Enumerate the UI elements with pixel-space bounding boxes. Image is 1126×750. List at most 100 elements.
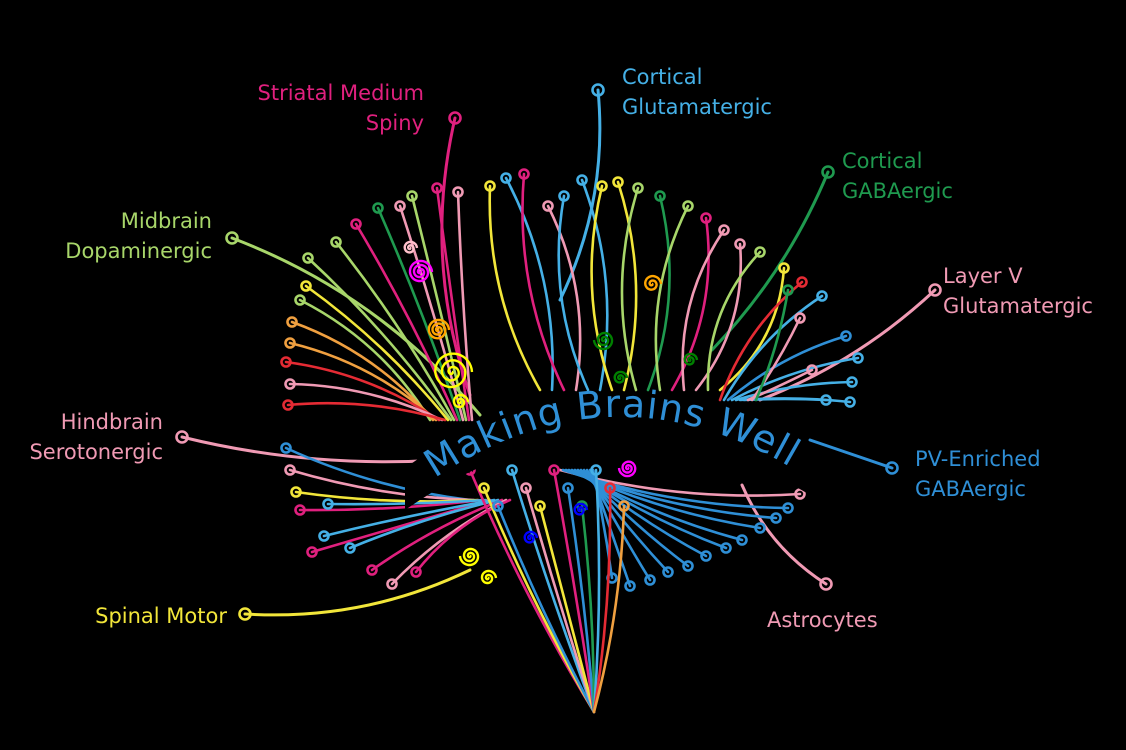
branch-tip	[816, 290, 828, 302]
branch-tip	[225, 231, 239, 245]
label-line: GABAergic	[842, 179, 953, 203]
spiral	[683, 352, 699, 366]
spiral	[434, 352, 474, 389]
branch-tip	[518, 168, 530, 180]
spiral	[408, 259, 434, 283]
branch-tip	[778, 262, 790, 274]
branch-tip	[175, 430, 189, 444]
neuron-branch	[354, 222, 459, 422]
branch-tip	[820, 394, 832, 406]
branch-tip	[794, 488, 806, 500]
neuron-branch	[730, 356, 860, 402]
branch-tip	[734, 238, 746, 250]
spiral-ornaments	[403, 240, 699, 585]
branch-tip	[302, 252, 314, 264]
branch-tip	[431, 182, 443, 194]
branch-tip	[612, 176, 624, 188]
neuron-branch	[322, 498, 496, 538]
branch-tip	[624, 580, 636, 592]
branch-tip	[452, 186, 464, 198]
branch-tip	[484, 180, 496, 192]
label-line: Layer V	[943, 264, 1023, 288]
branch-tip	[366, 564, 378, 576]
label-line: Spinal Motor	[95, 604, 227, 628]
branch-tip	[596, 180, 608, 192]
neuron-branch	[410, 194, 468, 422]
branch-tip	[819, 577, 833, 591]
branch-tip	[290, 486, 302, 498]
branch-tip	[238, 607, 252, 621]
neuron-branch	[304, 284, 450, 422]
spiral	[452, 393, 470, 409]
branch-tip	[282, 399, 294, 411]
branch-tip	[885, 461, 899, 475]
neuron-branch	[726, 334, 848, 402]
branch-tip	[576, 174, 588, 186]
branch-tip	[720, 542, 732, 554]
neuron-branch	[681, 228, 726, 392]
label-line: Spiny	[366, 111, 424, 135]
title-band	[405, 393, 818, 510]
branch-tip	[700, 212, 712, 224]
branch-tip	[806, 364, 818, 376]
branch-tip	[492, 500, 504, 512]
spiral	[480, 569, 498, 585]
spiral	[458, 547, 480, 567]
neuron-branch	[524, 486, 596, 714]
neuron-branch	[718, 266, 786, 392]
label-line: GABAergic	[915, 477, 1026, 501]
branch-tip	[618, 500, 630, 512]
branch-tip	[394, 200, 406, 212]
branch-tip	[280, 356, 292, 368]
branch-tip	[654, 190, 666, 202]
branch-tip	[372, 202, 384, 214]
neuron-branch	[288, 468, 476, 502]
neuron-branch	[754, 288, 790, 402]
neuron-branch	[286, 401, 447, 422]
branch-tip	[284, 464, 296, 476]
branch-tip	[591, 83, 605, 97]
spiral	[617, 460, 637, 478]
neuron-branch	[590, 184, 614, 392]
branch-tip	[754, 246, 766, 258]
neuron-branch	[288, 382, 444, 422]
branch-tip	[682, 200, 694, 212]
branch-tip	[700, 550, 712, 562]
branch-tip	[562, 482, 574, 494]
branch-tip	[846, 376, 858, 388]
branch-tip	[306, 546, 318, 558]
branch-tip	[294, 294, 306, 306]
neuron-branch	[334, 240, 456, 422]
branch-tip	[736, 534, 748, 546]
neuron-branch	[398, 204, 465, 422]
neuron-branch	[538, 504, 596, 714]
spiral	[523, 530, 539, 544]
branch-tip	[682, 560, 694, 572]
branch-tip	[632, 182, 644, 194]
label-line: Serotonergic	[29, 440, 163, 464]
branch-tip	[796, 276, 808, 288]
branch-tip	[448, 111, 462, 125]
neuron-branch	[592, 486, 612, 714]
neuron-branch	[558, 88, 602, 302]
branch-tip	[500, 172, 512, 184]
label-line: Midbrain	[121, 209, 212, 233]
branch-tip	[478, 482, 490, 494]
branch-tip	[844, 396, 856, 408]
neuron-branch	[758, 288, 937, 402]
branch-tip	[410, 566, 422, 578]
branch-tip	[344, 542, 356, 554]
neuron-branch	[284, 360, 441, 422]
neuron-branch	[348, 498, 500, 550]
spiral	[573, 502, 589, 516]
label-line: PV-Enriched	[915, 447, 1041, 471]
branch-tip	[300, 280, 312, 292]
branch-tip	[542, 200, 554, 212]
neuron-branch	[734, 380, 854, 402]
neuron-branch	[456, 190, 474, 422]
neuron-branch	[552, 468, 596, 714]
